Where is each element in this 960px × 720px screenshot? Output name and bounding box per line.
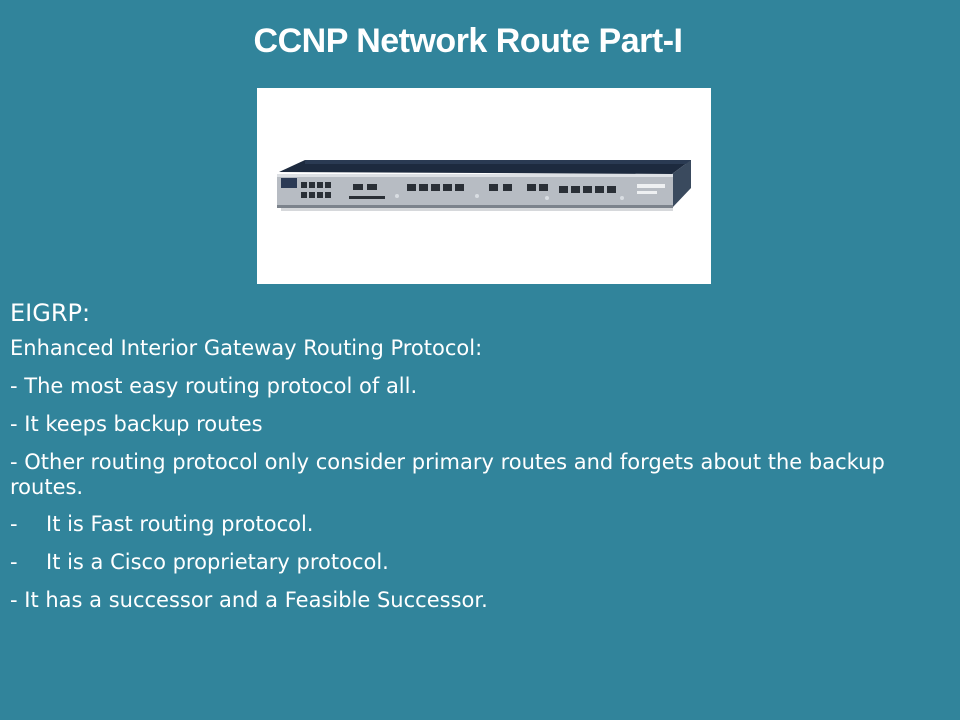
bullet-item: - It is a Cisco proprietary protocol. <box>10 550 940 575</box>
text-line: - Other routing protocol only consider p… <box>10 450 885 499</box>
bullet-text: It is a Cisco proprietary protocol. <box>46 550 389 574</box>
slide-body: EIGRP: Enhanced Interior Gateway Routing… <box>10 296 940 626</box>
bullet-text: It is Fast routing protocol. <box>46 512 314 536</box>
bullet-item: - It is Fast routing protocol. <box>10 512 940 537</box>
text-line: Enhanced Interior Gateway Routing Protoc… <box>10 336 483 360</box>
slide-title: CCNP Network Route Part-I <box>253 22 683 60</box>
text-line: - The most easy routing protocol of all. <box>10 374 418 398</box>
bullet-dash: - <box>10 550 18 574</box>
router-image <box>257 88 711 284</box>
text-line: - It has a successor and a Feasible Succ… <box>10 588 488 612</box>
text-line: - It keeps backup routes <box>10 412 263 436</box>
router-device-icon <box>277 160 691 211</box>
bullet-dash: - <box>10 512 18 536</box>
section-heading: EIGRP: <box>10 299 91 327</box>
